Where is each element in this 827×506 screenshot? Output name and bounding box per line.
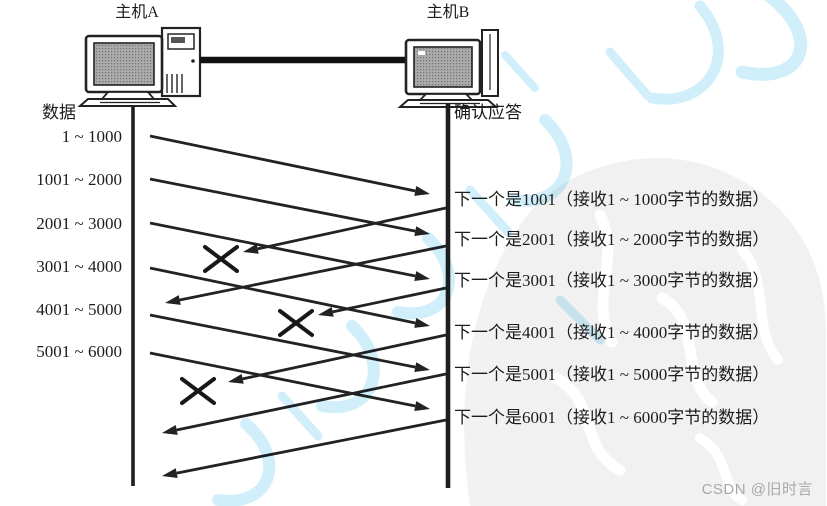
- data-segment-label: 2001 ~ 3000: [36, 214, 122, 233]
- host-b-computer-icon: [397, 29, 499, 108]
- ack-label: 下一个是5001（接收1 ~ 5000字节的数据）: [454, 365, 770, 384]
- data-arrow: [149, 351, 416, 408]
- ack-arrow: [176, 372, 447, 432]
- ack-arrow: [242, 333, 447, 381]
- csdn-credit: CSDN @旧时言: [701, 481, 813, 498]
- data-arrow-head: [414, 271, 430, 281]
- data-segment-label: 4001 ~ 5000: [36, 300, 122, 319]
- ack-arrow-head: [162, 468, 178, 479]
- ack-label: 下一个是2001（接收1 ~ 2000字节的数据）: [454, 230, 770, 249]
- data-arrow: [149, 177, 416, 233]
- ack-labels: 下一个是1001（接收1 ~ 1000字节的数据） 下一个是2001（接收1 ~ …: [452, 0, 826, 506]
- ack-arrow-head: [243, 243, 259, 254]
- ack-arrow: [332, 286, 447, 314]
- data-segment-labels: 1 ~ 1000 1001 ~ 2000 2001 ~ 3000 3001 ~ 400…: [0, 0, 122, 506]
- blue-watermark: [212, 0, 808, 506]
- data-arrow-head: [414, 186, 430, 196]
- ack-arrow: [257, 206, 447, 251]
- data-arrow: [149, 221, 416, 278]
- data-arrow-head: [414, 401, 430, 411]
- ack-arrow-head: [228, 373, 244, 384]
- data-column-title: 数据: [42, 103, 76, 122]
- ack-column-title: 确认应答: [454, 103, 522, 122]
- ack-arrow-head: [162, 425, 178, 435]
- loss-cross-icon: [203, 245, 239, 273]
- ack-arrow-head: [165, 295, 181, 305]
- loss-cross-icon: [180, 377, 216, 405]
- data-arrow: [149, 266, 416, 325]
- host-b-label: 主机B: [426, 4, 470, 21]
- stamp-watermark: [464, 158, 827, 506]
- ack-label: 下一个是4001（接收1 ~ 4000字节的数据）: [454, 323, 770, 342]
- host-a-computer-icon: [77, 26, 202, 107]
- ack-arrow-head: [318, 307, 334, 317]
- data-segment-label: 3001 ~ 4000: [36, 257, 122, 276]
- ack-arrow: [179, 244, 447, 302]
- ack-label: 下一个是3001（接收1 ~ 3000字节的数据）: [454, 271, 770, 290]
- ack-arrow: [176, 418, 447, 475]
- ack-label: 下一个是6001（接收1 ~ 6000字节的数据）: [454, 408, 770, 427]
- data-arrow-head: [414, 362, 430, 373]
- data-arrow-head: [414, 318, 430, 328]
- data-segment-label: 5001 ~ 6000: [36, 342, 122, 361]
- data-segment-label: 1001 ~ 2000: [36, 170, 122, 189]
- loss-cross-icon: [278, 309, 314, 337]
- data-arrow: [149, 134, 416, 193]
- host-a-label: 主机A: [115, 4, 159, 21]
- data-segment-label: 1 ~ 1000: [61, 127, 122, 146]
- ack-label: 下一个是1001（接收1 ~ 1000字节的数据）: [454, 190, 770, 209]
